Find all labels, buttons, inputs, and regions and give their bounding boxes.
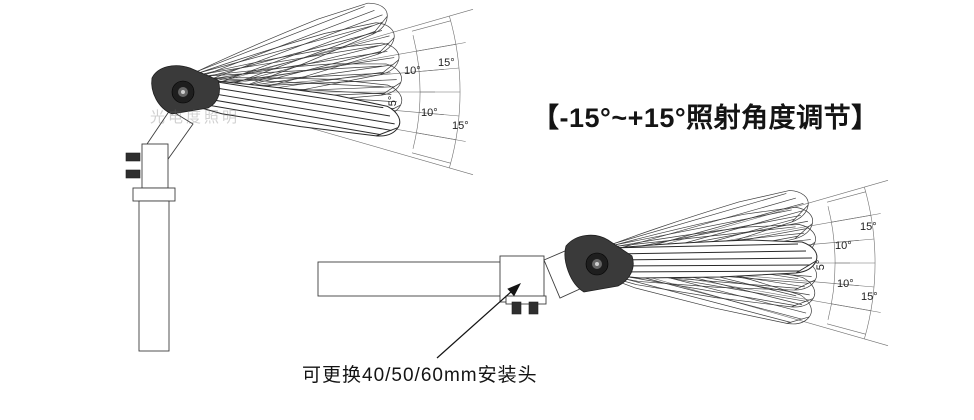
caption-arrow (436, 283, 521, 359)
bolt-icon (125, 152, 141, 162)
angle-label: 15° (452, 120, 469, 132)
angle-label: 15° (860, 221, 877, 233)
pole-assembly-top (125, 109, 194, 352)
angle-label: 5° (815, 260, 827, 271)
clamp-plate-bottom (505, 295, 547, 305)
bolt-icon (528, 301, 539, 315)
bolt-icon (511, 301, 522, 315)
arrowhead-icon (507, 283, 521, 297)
pole-bottom (317, 261, 503, 297)
mounting-head (499, 255, 545, 303)
lamp-housing-bottom (564, 234, 634, 293)
angle-label: 15° (861, 291, 878, 303)
pole-collar-top (132, 187, 176, 202)
title-banner: 【-15°~+15°照射角度调节】 (532, 103, 879, 133)
clamp-plate-top (141, 143, 169, 189)
pole-top (138, 200, 170, 352)
angle-labels-bottom: 15° 10° 5° 10° 15° (815, 221, 878, 303)
angle-label: 10° (835, 240, 852, 252)
angle-label: 10° (404, 65, 421, 77)
angle-label: 10° (837, 278, 854, 290)
lamp-head-fan-top (176, 0, 404, 145)
lamp-diagram-bottom: 15° 10° 5° 10° 15° (317, 180, 889, 346)
lamp-diagram-top: 10° 15° 5° 10° 15° (125, 0, 474, 352)
angle-label: 10° (421, 107, 438, 119)
angle-labels-top: 10° 15° 5° 10° 15° (387, 57, 469, 132)
caption-text: 可更换40/50/60mm安装头 (302, 365, 538, 386)
lamp-housing-top (151, 65, 220, 115)
bolt-icon (125, 169, 141, 179)
pole-assembly-bottom (317, 241, 605, 315)
angle-label: 15° (438, 57, 455, 69)
angle-label: 5° (387, 96, 399, 107)
